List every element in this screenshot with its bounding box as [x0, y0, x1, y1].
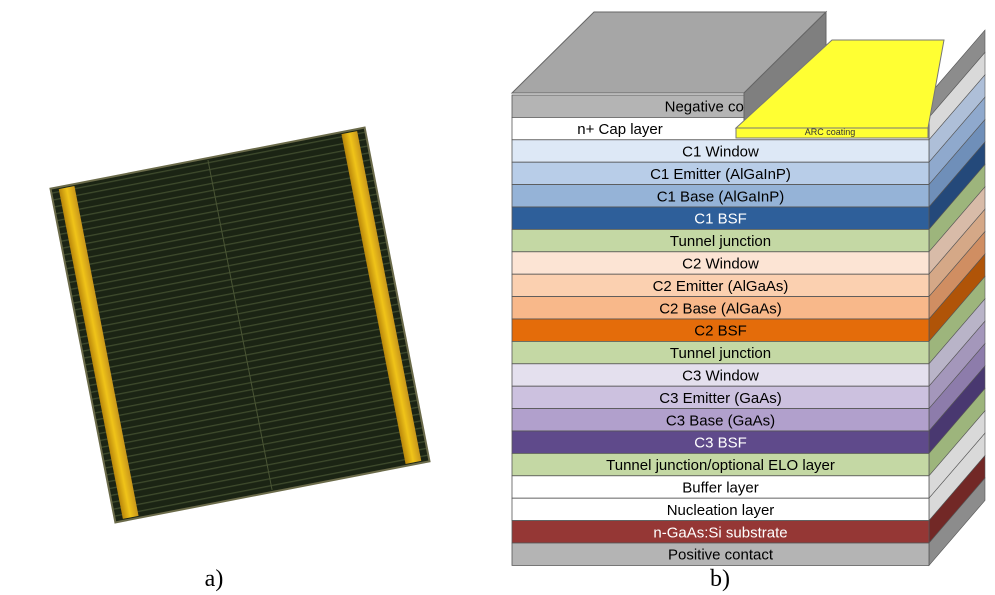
- busbar-left: [58, 186, 139, 519]
- layer-label: n+ Cap layer: [577, 121, 662, 138]
- arc-coating: ARC coating: [734, 39, 945, 139]
- layer-label: C1 Emitter (AlGaInP): [650, 166, 791, 183]
- layer-label: n-GaAs:Si substrate: [653, 524, 787, 541]
- layer-label: C1 BSF: [694, 211, 747, 228]
- layer-label: C2 Base (AlGaAs): [659, 300, 782, 317]
- layer-label: C2 Window: [682, 256, 759, 273]
- layer-label: Tunnel junction: [670, 345, 771, 362]
- layer-label: C3 Base (GaAs): [666, 412, 775, 429]
- layer-label: Tunnel junction: [670, 233, 771, 250]
- layer-label: C1 Window: [682, 144, 759, 161]
- caption-b: b): [710, 566, 730, 592]
- layer-label: C2 Emitter (AlGaAs): [653, 278, 789, 295]
- arc-coating-label: ARC coating: [805, 127, 856, 137]
- busbar-right: [341, 131, 422, 464]
- layer-front: [511, 542, 930, 566]
- layer-label: Buffer layer: [682, 480, 758, 497]
- layer-label: C2 BSF: [694, 323, 747, 340]
- center-line: [207, 159, 273, 491]
- layer-label: Positive contact: [668, 547, 774, 564]
- layer-label: C1 Base (AlGaInP): [657, 188, 785, 205]
- layer-label: Tunnel junction/optional ELO layer: [606, 457, 835, 474]
- layer-label: C3 Window: [682, 368, 759, 385]
- solar-cell-photo: [49, 126, 431, 524]
- caption-a: a): [205, 566, 224, 592]
- layer-label: C3 Emitter (GaAs): [659, 390, 782, 407]
- negative-contact-top: [510, 10, 828, 129]
- layer-label: C3 BSF: [694, 435, 747, 452]
- layer-label: Nucleation layer: [667, 502, 775, 519]
